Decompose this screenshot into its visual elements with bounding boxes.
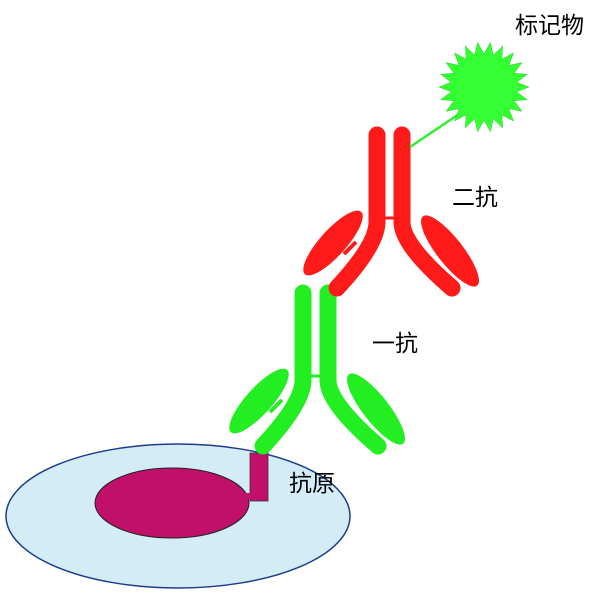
marker-linker — [409, 110, 463, 149]
label-antigen: 抗原 — [289, 471, 335, 497]
label-marker: 标记物 — [515, 13, 584, 39]
label-primary-antibody: 一抗 — [372, 331, 418, 357]
secondary-antibody — [295, 135, 487, 294]
primary-antibody — [221, 293, 413, 452]
marker-star-icon — [438, 41, 530, 133]
label-secondary-antibody: 二抗 — [452, 185, 498, 211]
nucleus — [94, 467, 250, 539]
